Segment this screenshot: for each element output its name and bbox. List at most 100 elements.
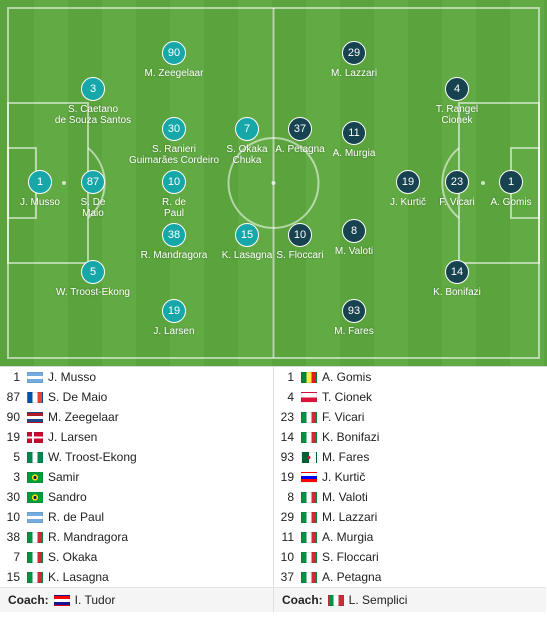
player-link[interactable]: J. Larsen — [48, 430, 98, 444]
player-name: M. Valoti — [334, 246, 374, 257]
player-link[interactable]: M. Valoti — [322, 490, 368, 504]
player-link[interactable]: A. Petagna — [322, 570, 382, 584]
player-number: 37 — [288, 117, 312, 141]
player-link[interactable]: M. Lazzari — [322, 510, 378, 524]
away-player-marker[interactable]: 11 A. Murgia — [299, 121, 409, 159]
list-item: 14 K. Bonifazi — [274, 427, 546, 447]
list-item: 5 W. Troost-Ekong — [0, 447, 273, 467]
coach-name[interactable]: I. Tudor — [74, 593, 116, 607]
player-name: S. Okaka Chuka — [226, 144, 268, 166]
player-link[interactable]: T. Cionek — [322, 390, 373, 404]
player-number: 4 — [445, 77, 469, 101]
player-name: A. Gomis — [490, 197, 532, 208]
italy-flag-icon — [301, 491, 317, 503]
senegal-flag-icon — [301, 371, 317, 383]
shirt-number: 23 — [280, 410, 294, 424]
player-link[interactable]: A. Murgia — [322, 530, 374, 544]
away-player-marker[interactable]: 23 F. Vicari — [402, 170, 512, 208]
player-link[interactable]: S. Okaka — [48, 550, 98, 564]
player-number: 87 — [81, 170, 105, 194]
player-link[interactable]: R. de Paul — [48, 510, 105, 524]
denmark-flag-icon — [27, 431, 43, 443]
player-number: 3 — [81, 77, 105, 101]
player-name: S. Ranieri Guimarães Cordeiro — [128, 144, 220, 166]
player-link[interactable]: Sandro — [48, 490, 87, 504]
player-number: 11 — [342, 121, 366, 145]
player-link[interactable]: R. Mandragora — [48, 530, 129, 544]
player-name: A. Murgia — [332, 148, 376, 159]
algeria-flag-icon — [301, 451, 317, 463]
player-number: 8 — [342, 219, 366, 243]
player-link[interactable]: J. Kurtič — [322, 470, 366, 484]
shirt-number: 29 — [280, 510, 294, 524]
player-link[interactable]: F. Vicari — [322, 410, 365, 424]
italy-flag-icon — [301, 511, 317, 523]
player-link[interactable]: S. Floccari — [322, 550, 379, 564]
shirt-number: 19 — [6, 430, 20, 444]
shirt-number: 30 — [6, 490, 20, 504]
player-link[interactable]: K. Lasagna — [48, 570, 109, 584]
italy-flag-icon — [301, 571, 317, 583]
coach-name[interactable]: L. Semplici — [348, 593, 408, 607]
player-link[interactable]: A. Gomis — [322, 370, 372, 384]
shirt-number: 4 — [287, 390, 294, 404]
home-coach: Coach: I. Tudor — [0, 587, 273, 612]
player-link[interactable]: J. Musso — [48, 370, 97, 384]
player-link[interactable]: M. Zeegelaar — [48, 410, 119, 424]
away-player-marker[interactable]: 4 T. Rangel Cionek — [402, 77, 512, 126]
player-number: 15 — [235, 223, 259, 247]
france-flag-icon — [27, 391, 43, 403]
shirt-number: 5 — [13, 450, 20, 464]
player-link[interactable]: S. De Maio — [48, 390, 108, 404]
shirt-number: 1 — [13, 370, 20, 384]
shirt-number: 14 — [280, 430, 294, 444]
player-number: 10 — [288, 223, 312, 247]
away-coach: Coach: L. Semplici — [274, 587, 546, 612]
player-link[interactable]: Samir — [48, 470, 80, 484]
player-link[interactable]: K. Bonifazi — [322, 430, 380, 444]
shirt-number: 90 — [6, 410, 20, 424]
list-item: 29 M. Lazzari — [274, 507, 546, 527]
shirt-number: 10 — [280, 550, 294, 564]
list-item: 30 Sandro — [0, 487, 273, 507]
player-name: W. Troost-Ekong — [56, 287, 130, 298]
player-number: 23 — [445, 170, 469, 194]
player-link[interactable]: W. Troost-Ekong — [48, 450, 137, 464]
player-name: F. Vicari — [439, 197, 475, 208]
player-name: T. Rangel Cionek — [435, 104, 479, 126]
player-name: K. Bonifazi — [433, 287, 481, 298]
netherlands-flag-icon — [27, 411, 43, 423]
player-link[interactable]: M. Fares — [322, 450, 370, 464]
player-name: M. Zeegelaar — [144, 68, 204, 79]
shirt-number: 37 — [280, 570, 294, 584]
slovenia-flag-icon — [301, 471, 317, 483]
away-player-marker[interactable]: 8 M. Valoti — [299, 219, 409, 257]
italy-flag-icon — [27, 551, 43, 563]
player-name: J. Larsen — [153, 326, 195, 337]
